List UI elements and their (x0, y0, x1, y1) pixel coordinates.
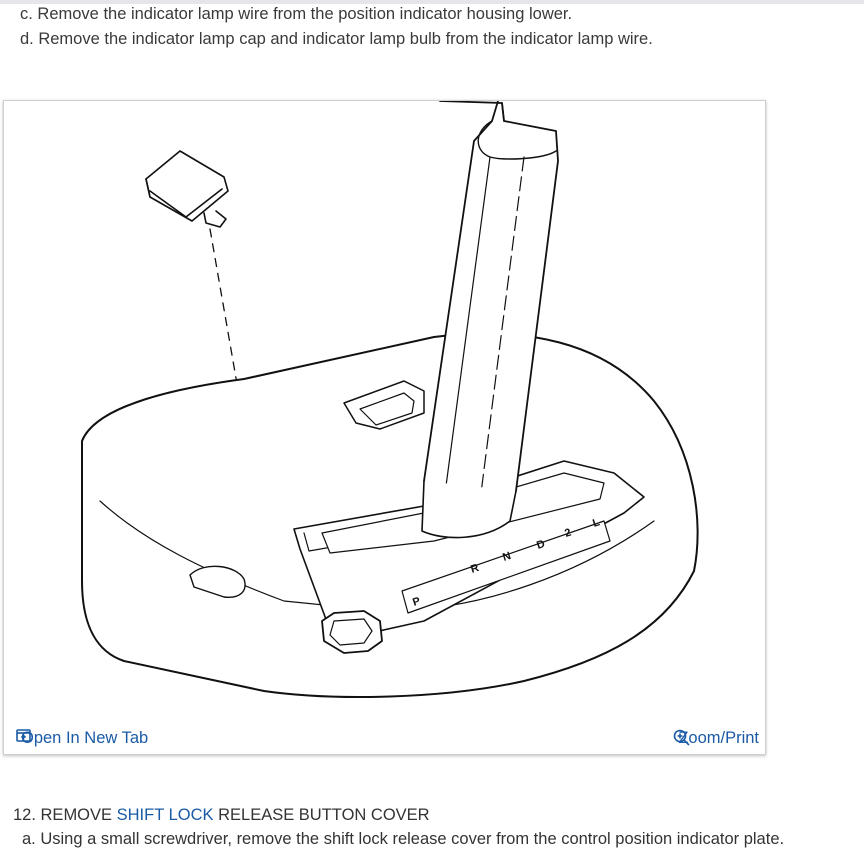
open-in-new-tab-label: Open In New Tab (21, 729, 149, 747)
shift-lever (421, 101, 559, 539)
svg-text:D: D (535, 538, 546, 552)
instruction-step-c: c. Remove the indicator lamp wire from t… (20, 5, 573, 23)
open-in-new-tab-link[interactable]: Open In New Tab (16, 729, 148, 748)
zoom-print-link[interactable]: Zoom/Print (673, 729, 759, 748)
figure-toolbar: Open In New Tab Zoom/Print (4, 722, 765, 754)
left-recess (189, 565, 246, 598)
lamp-cap-drawing (145, 150, 229, 228)
top-divider (0, 0, 864, 4)
svg-text:R: R (469, 562, 480, 576)
shift-lock-link[interactable]: SHIFT LOCK (116, 806, 214, 824)
svg-text:P: P (411, 595, 422, 609)
svg-text:L: L (591, 516, 601, 530)
shifter-diagram: P R N D 2 L (81, 101, 699, 698)
section-12-heading: 12. REMOVE SHIFT LOCK RELEASE BUTTON COV… (13, 806, 430, 825)
illustration-figure: P R N D 2 L Open In New Tab (3, 100, 766, 755)
svg-text:N: N (501, 550, 512, 564)
gate-labels: P R N D 2 L (411, 516, 601, 609)
section-12-suffix: RELEASE BUTTON COVER (213, 806, 430, 824)
zoom-print-label: Zoom/Print (678, 729, 759, 747)
svg-text:2: 2 (563, 527, 573, 540)
section-12-step-a: a. Using a small screwdriver, remove the… (22, 830, 785, 848)
section-12-prefix: 12. REMOVE (13, 806, 117, 824)
instruction-step-d: d. Remove the indicator lamp cap and ind… (20, 30, 653, 48)
